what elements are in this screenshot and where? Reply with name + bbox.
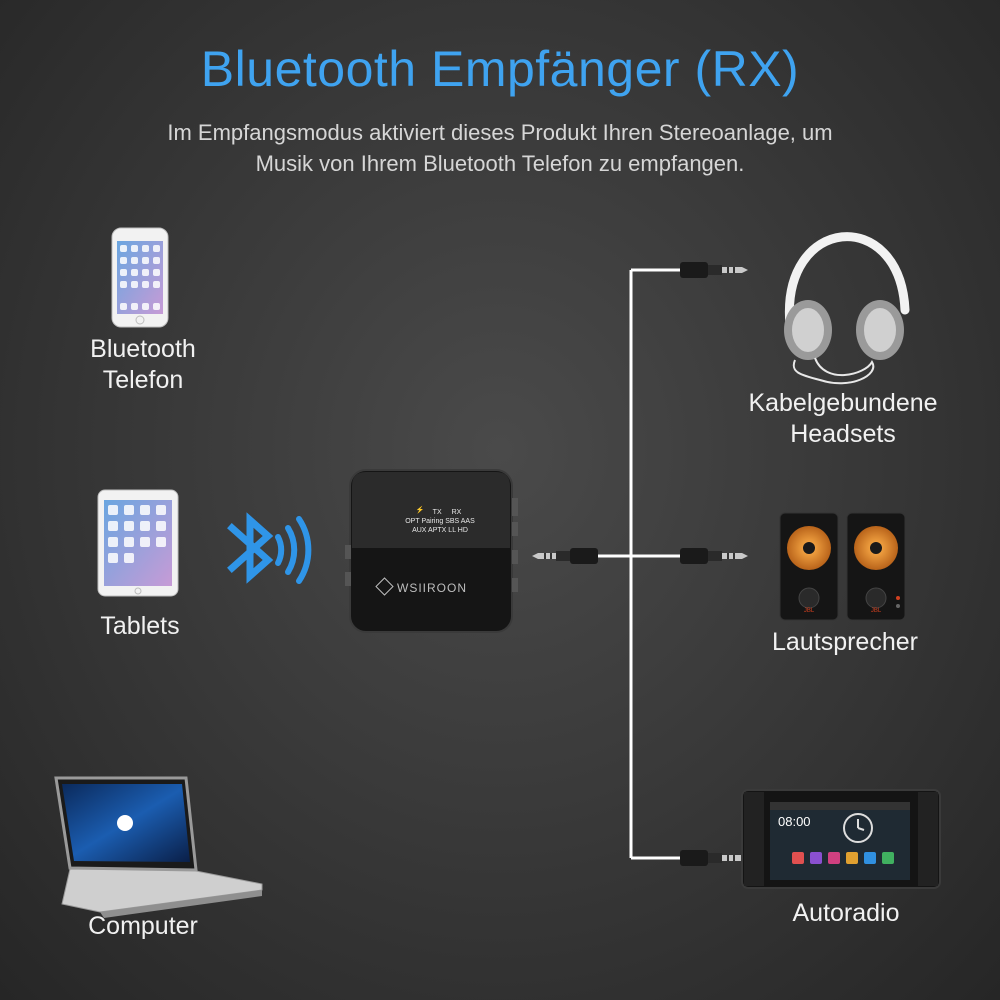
svg-text:⚡: ⚡	[416, 505, 425, 514]
phone-label-line-1: Bluetooth	[90, 335, 196, 363]
headset-label-line-2: Headsets	[790, 420, 896, 448]
phone-icon	[111, 227, 169, 328]
speakers-label: Lautsprecher	[772, 628, 918, 656]
indicator-opt: OPT	[405, 518, 420, 525]
indicator-aptx: APTX	[428, 527, 447, 534]
audio-cable	[598, 268, 680, 860]
tablet-label: Tablets	[100, 612, 180, 640]
computer-label: Computer	[88, 912, 198, 940]
indicator-aas: AAS	[460, 518, 475, 525]
indicator-ll: LL	[448, 527, 456, 534]
audio-jack-icon	[532, 262, 748, 866]
page-title: Bluetooth Empfänger (RX)	[200, 41, 800, 97]
device-brand-text: WSIIROON	[397, 581, 467, 595]
indicator-pairing: Pairing	[421, 518, 444, 525]
device-brand: WSIIROON	[375, 577, 498, 596]
device-indicators: TX RX OPT Pairing SBS AAS AUX APTX LL HD	[400, 508, 480, 535]
laptop-icon	[54, 776, 263, 918]
tablet-icon	[97, 489, 179, 597]
indicator-tx: TX	[432, 509, 442, 516]
brand-logo-icon	[375, 577, 394, 596]
headset-label: Kabelgebundene Headsets	[720, 388, 966, 450]
radio-clock: 08:00	[778, 814, 811, 829]
indicator-row-2: OPT Pairing SBS AAS	[400, 517, 480, 526]
subtitle-line-2: Musik von Ihrem Bluetooth Telefon zu emp…	[255, 151, 745, 176]
speaker-brand-left: JBL	[803, 608, 815, 614]
headphones-icon	[784, 232, 910, 385]
subtitle-line-1: Im Empfangsmodus aktiviert dieses Produk…	[167, 120, 833, 145]
bluetooth-icon	[227, 512, 312, 584]
headset-label-line-1: Kabelgebundene	[748, 389, 938, 417]
speakers-icon	[779, 512, 906, 621]
indicator-sbs: SBS	[445, 518, 460, 525]
receiver-device: ⚡	[345, 469, 518, 633]
indicator-rx: RX	[451, 509, 462, 516]
page-subtitle: Im Empfangsmodus aktiviert dieses Produk…	[60, 117, 940, 179]
speaker-brand-right: JBL	[870, 608, 882, 614]
car-radio-icon	[741, 789, 941, 889]
indicator-row-3: AUX APTX LL HD	[400, 526, 480, 535]
phone-label: Bluetooth Telefon	[60, 334, 226, 396]
radio-label: Autoradio	[792, 899, 900, 927]
indicator-aux: AUX	[412, 527, 427, 534]
indicator-hd: HD	[457, 527, 468, 534]
indicator-row-1: TX RX	[400, 508, 480, 517]
phone-label-line-2: Telefon	[102, 366, 184, 394]
